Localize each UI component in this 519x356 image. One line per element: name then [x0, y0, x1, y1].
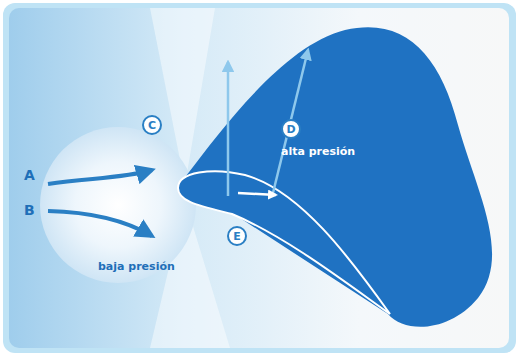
callout-letter: E [233, 231, 241, 242]
callout-circle: D [281, 119, 301, 139]
pressure-label: alta presión [281, 146, 355, 158]
flow-label: B [24, 203, 35, 218]
pressure-label: baja presión [98, 261, 175, 273]
flow-label: A [24, 168, 35, 183]
resultant-arrow [272, 50, 308, 197]
callout-letter: D [286, 124, 295, 135]
panel [9, 8, 509, 348]
airflow-arrow [48, 170, 152, 184]
callout-circle: E [227, 226, 247, 246]
low-pressure-zone [40, 127, 196, 283]
outer-frame [3, 3, 516, 353]
airfoil [178, 171, 390, 314]
lift-arrow [227, 62, 230, 196]
airflow-arrow [48, 211, 152, 236]
callout-letter: C [148, 120, 156, 131]
flow-arrow [238, 193, 276, 195]
callout-circle: C [142, 115, 162, 135]
